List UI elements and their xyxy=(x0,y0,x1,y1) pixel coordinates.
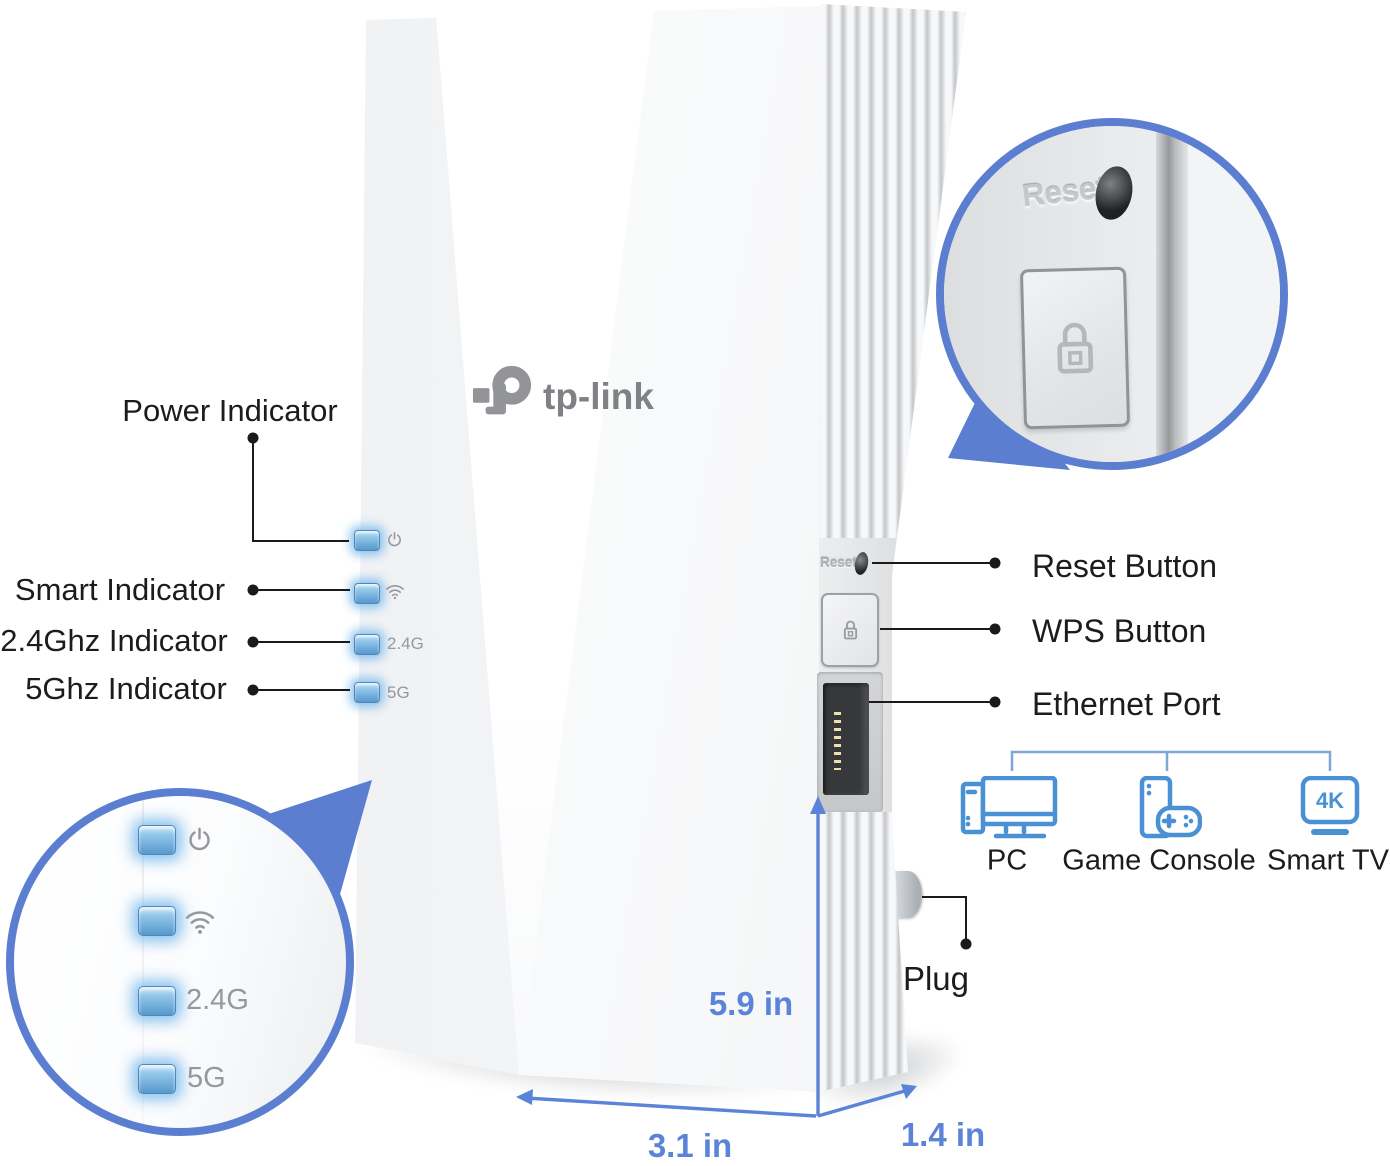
led-2-4g xyxy=(354,634,380,655)
inset-smart-led xyxy=(138,906,176,936)
smart-tv-icon: 4K xyxy=(1300,776,1360,835)
reset-wps-zoom-inset: Reset xyxy=(936,118,1288,470)
reset-button-label: Reset Button xyxy=(1032,548,1217,584)
power-led xyxy=(354,530,380,551)
wifi-icon xyxy=(386,585,404,600)
brand-name: tp-link xyxy=(543,376,654,417)
smart-tv-label: Smart TV xyxy=(1267,844,1389,877)
smart-led xyxy=(354,583,380,604)
pc-icon xyxy=(960,776,1058,839)
tp-link-logo: tp-link xyxy=(472,360,654,426)
inset-led-label-2-4g: 2.4G xyxy=(186,984,249,1016)
inset-edge-groove xyxy=(1156,126,1188,462)
led-zoom-inset: 2.4G 5G xyxy=(6,788,354,1136)
4k-badge: 4K xyxy=(1316,788,1344,813)
depth-dimension-label: 1.4 in xyxy=(900,1116,986,1153)
height-dimension-label: 5.9 in xyxy=(708,985,794,1022)
inset-power-led xyxy=(138,825,176,855)
inset-led-5g xyxy=(138,1064,176,1094)
ethernet-port-pins xyxy=(834,712,841,770)
led-label-5g: 5G xyxy=(387,683,410,702)
led-5g xyxy=(354,682,380,703)
led-label-2-4g: 2.4G xyxy=(387,634,424,653)
lock-icon xyxy=(843,620,857,640)
inset-wps-button xyxy=(1019,266,1131,430)
5ghz-indicator-label: 5Ghz Indicator xyxy=(25,671,227,706)
game-console-icon xyxy=(1139,776,1202,839)
ethernet-port xyxy=(823,683,869,795)
pc-label: PC xyxy=(986,844,1028,877)
power-indicator-label: Power Indicator xyxy=(122,393,338,428)
smart-indicator-label: Smart Indicator xyxy=(14,572,226,607)
inset-led-label-5g: 5G xyxy=(187,1062,226,1094)
inset-face-crease xyxy=(142,796,144,1128)
plug-label: Plug xyxy=(902,960,970,997)
devices-bracket xyxy=(1010,750,1332,771)
power-icon xyxy=(388,531,401,547)
tp-link-logo-mark xyxy=(472,365,532,415)
lock-icon xyxy=(1057,322,1094,374)
inset-back-surface xyxy=(1188,126,1280,462)
inset-led-2-4g xyxy=(138,986,176,1016)
wps-hardware-button xyxy=(821,593,879,667)
game-console-label: Game Console xyxy=(1062,844,1256,877)
width-dimension-label: 3.1 in xyxy=(647,1127,733,1164)
ethernet-port-label: Ethernet Port xyxy=(1032,686,1221,722)
2-4ghz-indicator-label: 2.4Ghz Indicator xyxy=(0,623,228,658)
wps-button-label: WPS Button xyxy=(1032,613,1207,649)
reset-engraving: Reset xyxy=(820,555,857,570)
wifi-icon xyxy=(185,911,215,934)
power-icon xyxy=(189,827,210,851)
